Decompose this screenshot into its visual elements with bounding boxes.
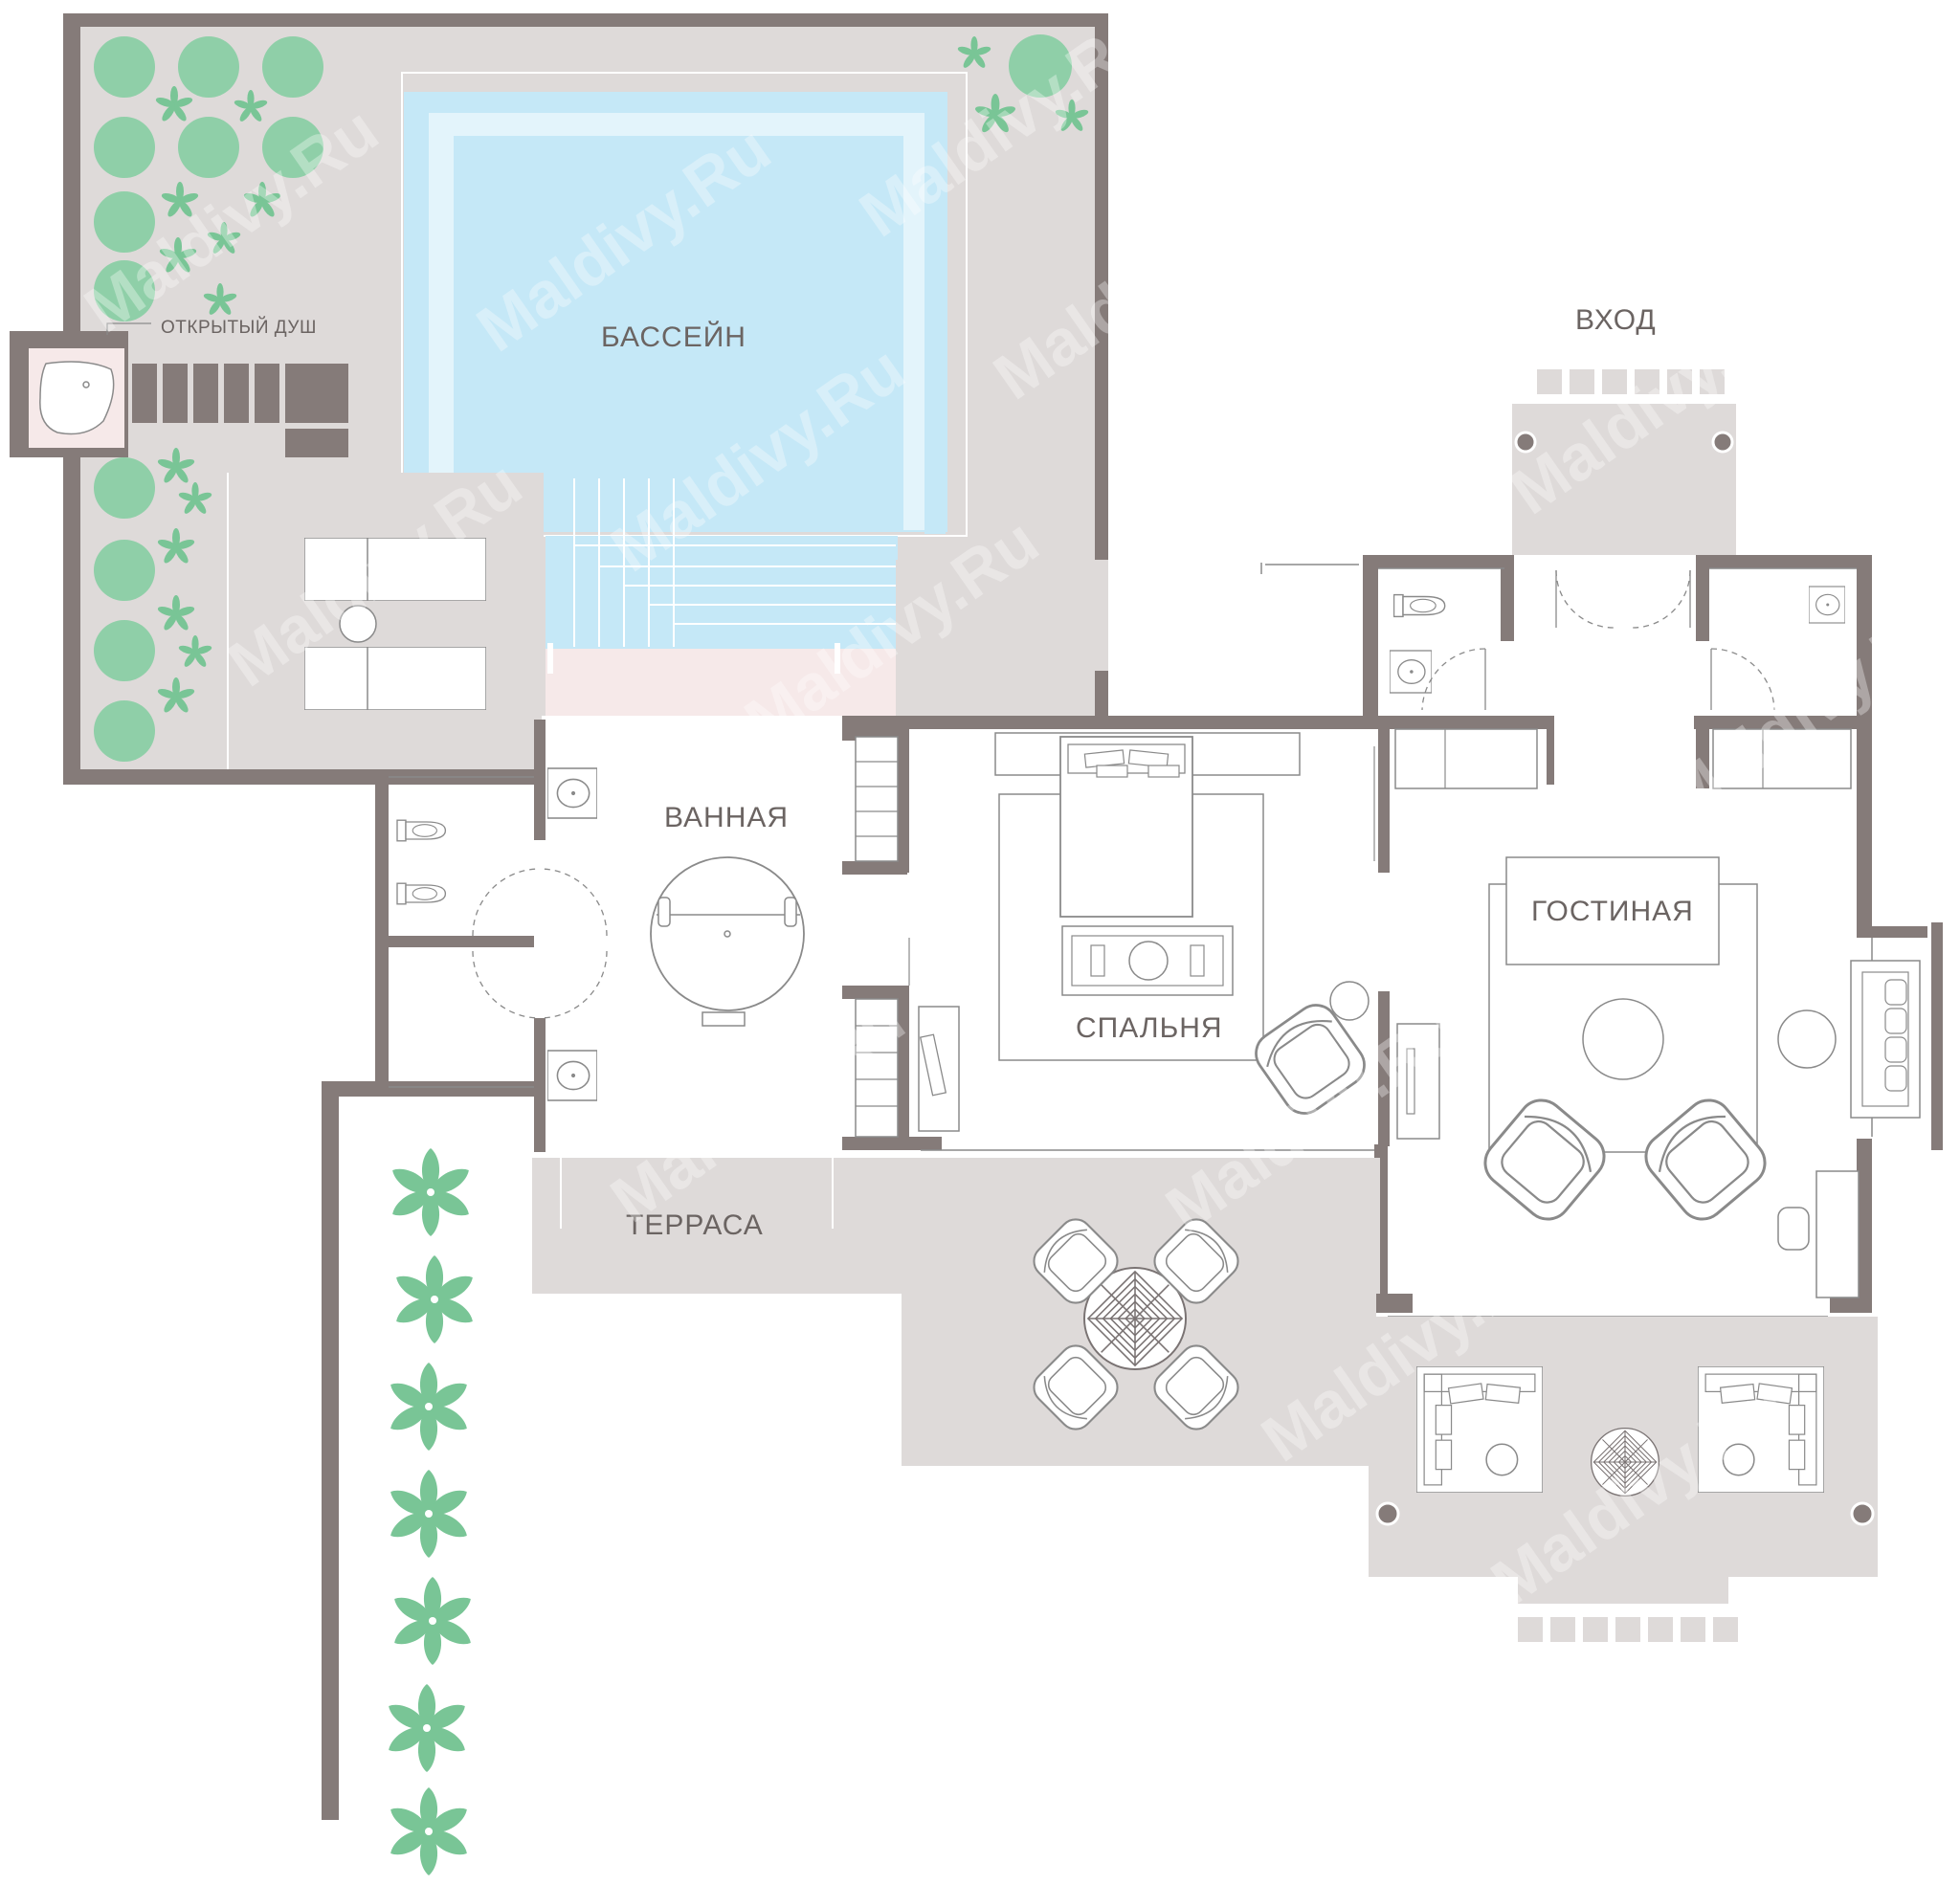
palm-icon: [390, 1577, 476, 1665]
living-room: ГОСТИНАЯ: [1394, 728, 1921, 1298]
palm-icon: [384, 1684, 470, 1772]
outdoor-shower: ОТКРЫТЫЙ ДУШ: [10, 317, 348, 457]
sink-icon: [547, 767, 597, 819]
palm-icon: [391, 1255, 478, 1343]
living-room-label: ГОСТИНАЯ: [1531, 896, 1694, 927]
side-table-icon: [1777, 1009, 1837, 1069]
toilet-icon: [396, 819, 447, 842]
tree-icon: [94, 620, 155, 681]
pool-label: БАССЕЙН: [601, 321, 746, 353]
bed-icon: [994, 732, 1301, 918]
bathroom: ВАННАЯ: [396, 767, 805, 1101]
sink-icon: [547, 1050, 597, 1101]
lamp-icon: [1850, 1501, 1875, 1526]
bedroom-label: СПАЛЬНЯ: [1076, 1012, 1223, 1044]
desk-icon: [1815, 1170, 1860, 1298]
daybed-icon: [1416, 1366, 1543, 1493]
side-table-icon: [339, 605, 377, 643]
lamp-icon: [1375, 1501, 1400, 1526]
palm-icon: [388, 1148, 474, 1236]
outdoor-shower-label: ОТКРЫТЫЙ ДУШ: [161, 317, 317, 338]
tree-icon: [178, 36, 239, 98]
garden-palms: [384, 1148, 478, 1875]
lamp-icon: [1514, 431, 1537, 454]
table-icon: [1582, 998, 1664, 1080]
pool-courtyard: [63, 13, 1108, 785]
bathtub-icon: [650, 856, 805, 1011]
tree-icon: [262, 36, 323, 98]
sofa-icon: [1850, 960, 1921, 1119]
lamp-icon: [1711, 431, 1734, 454]
toilet-icon: [1393, 593, 1446, 618]
sink-icon: [1809, 586, 1845, 624]
tree-icon: [178, 117, 239, 178]
palm-icon: [386, 1787, 472, 1875]
lounger-icon: [304, 647, 486, 710]
palm-icon: [386, 1363, 472, 1451]
walls: [322, 555, 1943, 1820]
tree-icon: [94, 457, 155, 519]
tree-icon: [94, 700, 155, 762]
tree-icon: [94, 540, 155, 601]
tv-console-icon: [1396, 1023, 1440, 1140]
bathroom-label: ВАННАЯ: [664, 802, 789, 833]
side-table-icon: [1329, 981, 1370, 1021]
lounger-area: [226, 473, 544, 769]
terraces: ТЕРРАСА: [532, 1158, 1878, 1642]
entrance-label: ВХОД: [1575, 304, 1657, 336]
bathtub-icon: [39, 361, 115, 435]
terrace-label: ТЕРРАСА: [626, 1209, 764, 1241]
bedroom: СПАЛЬНЯ: [855, 732, 1440, 1140]
sink-icon: [1390, 650, 1432, 694]
tree-icon: [94, 117, 155, 178]
tree-icon: [94, 36, 155, 98]
entrance: ВХОД: [1512, 304, 1736, 555]
palm-icon: [386, 1470, 472, 1558]
desk-icon: [918, 1006, 960, 1132]
powder-rooms: [1390, 569, 1845, 711]
toilet-icon: [396, 882, 447, 905]
